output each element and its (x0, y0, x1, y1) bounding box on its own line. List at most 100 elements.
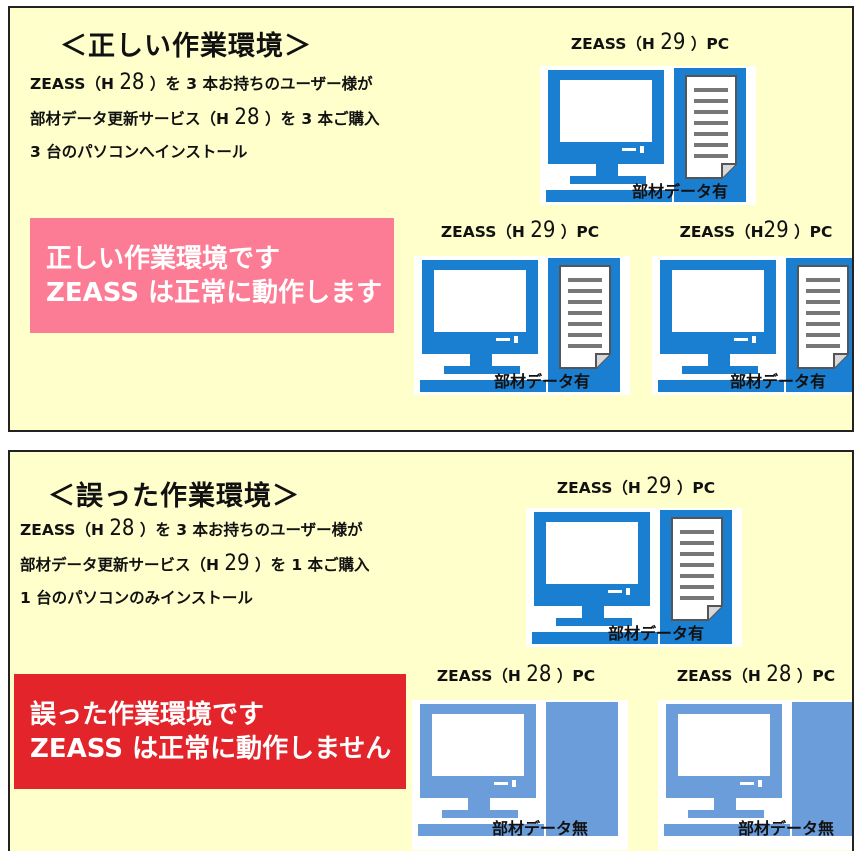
pc-label: ZEASS（H 28 ）PC (436, 662, 596, 687)
wrong-result-banner: 誤った作業環境です ZEASS は正常に動作しません (14, 674, 406, 789)
power-indicator (740, 782, 754, 785)
keyboard (532, 632, 658, 644)
wrong-description: ZEASS（H 28 ）を 3 本お持ちのユーザー様が 部材データ更新サービス（… (20, 512, 370, 615)
document-line (694, 132, 728, 136)
monitor-base (688, 810, 764, 818)
document-fold (721, 163, 736, 178)
banner-line-2: ZEASS は正常に動作します (46, 277, 383, 308)
document-line (568, 278, 602, 282)
desc-line: 部材データ更新サービス（H 29 ）を 1 本ご購入 (20, 551, 370, 576)
pc-label: ZEASS（H 29 ）PC (556, 474, 716, 499)
document-line (806, 300, 840, 304)
document-fold (595, 353, 610, 368)
monitor-stand (714, 798, 736, 812)
document-line (568, 333, 602, 337)
document-line (680, 552, 714, 556)
desc-line: ZEASS（H 28 ）を 3 本お持ちのユーザー様が (30, 70, 373, 95)
document-line (806, 344, 840, 348)
data-status-caption: 部材データ有 (632, 182, 729, 201)
monitor-stand (468, 798, 490, 812)
document-fold (707, 605, 722, 620)
document-line (568, 311, 602, 315)
monitor-stand (708, 354, 730, 368)
banner-line-2: ZEASS は正常に動作しません (30, 733, 392, 764)
monitor-screen (546, 522, 638, 584)
banner-line-1: 誤った作業環境です (30, 699, 265, 730)
data-status-caption: 部材データ有 (494, 372, 591, 391)
monitor-stand (596, 164, 618, 178)
document-line (680, 563, 714, 567)
document-line (694, 99, 728, 103)
power-indicator (514, 336, 518, 343)
monitor-base (570, 176, 646, 184)
document-icon (685, 75, 737, 179)
keyboard (420, 380, 546, 392)
pc-label: ZEASS（H29 ）PC (679, 218, 833, 243)
computer-with-document-icon: 部材データ有 (414, 256, 630, 395)
power-indicator (758, 780, 762, 787)
power-indicator (608, 590, 622, 593)
document-line (680, 585, 714, 589)
desc-line: ZEASS（H 28 ）を 3 本お持ちのユーザー様が (20, 516, 363, 541)
document-line (680, 541, 714, 545)
monitor-base (682, 366, 758, 374)
computer-without-data-icon: 部材データ無 (412, 700, 628, 850)
document-line (806, 289, 840, 293)
correct-heading: ＜正しい作業環境＞ (60, 31, 312, 62)
document-line (694, 110, 728, 114)
monitor-screen (560, 80, 652, 142)
wrong-heading: ＜誤った作業環境＞ (48, 481, 300, 512)
data-status-caption: 部材データ無 (492, 819, 589, 838)
tower-case (792, 702, 852, 836)
document-line (568, 322, 602, 326)
document-line (806, 333, 840, 337)
pc-label: ZEASS（H 29 ）PC (440, 218, 600, 243)
power-indicator (640, 146, 644, 153)
pc-unit: ZEASS（H29 ）PC 部材データ有 (646, 218, 852, 398)
monitor-screen (672, 270, 764, 332)
document-line (680, 530, 714, 534)
data-status-caption: 部材データ有 (730, 372, 827, 391)
monitor-base (444, 366, 520, 374)
document-line (568, 344, 602, 348)
document-line (694, 121, 728, 125)
document-line (694, 88, 728, 92)
monitor-screen (432, 714, 524, 776)
document-line (694, 154, 728, 158)
desc-line: 3 台のパソコンへインストール (30, 143, 248, 161)
correct-result-banner: 正しい作業環境です ZEASS は正常に動作します (30, 218, 394, 333)
computer-with-document-icon: 部材データ有 (652, 256, 852, 395)
computer-with-document-icon: 部材データ有 (526, 508, 742, 647)
pc-unit: ZEASS（H 28 ）PC 部材データ無 (406, 662, 628, 851)
monitor-base (556, 618, 632, 626)
power-indicator (512, 780, 516, 787)
monitor-stand (582, 606, 604, 620)
keyboard (658, 380, 784, 392)
wrong-environment-panel: ＜誤った作業環境＞ ZEASS（H 28 ）を 3 本お持ちのユーザー様が 部材… (8, 450, 854, 851)
pc-unit: ZEASS（H 28 ）PC 部材データ無 (646, 662, 852, 851)
power-indicator (752, 336, 756, 343)
monitor-base (442, 810, 518, 818)
power-indicator (494, 782, 508, 785)
banner-line-1: 正しい作業環境です (46, 243, 281, 274)
document-line (694, 143, 728, 147)
pc-unit: ZEASS（H 29 ）PC 部材データ有 (410, 218, 630, 398)
document-line (806, 311, 840, 315)
document-line (806, 322, 840, 326)
desc-line: 1 台のパソコンのみインストール (20, 589, 253, 607)
data-status-caption: 部材データ有 (608, 624, 705, 643)
pc-unit: ZEASS（H 29 ）PC 部材データ有 (526, 474, 746, 649)
document-icon (671, 517, 723, 621)
pc-label: ZEASS（H 29 ）PC (570, 30, 730, 55)
document-line (568, 300, 602, 304)
document-icon (559, 265, 611, 369)
monitor-screen (434, 270, 526, 332)
data-status-caption: 部材データ無 (738, 819, 835, 838)
pc-unit: ZEASS（H 29 ）PC 部材データ有 (540, 30, 760, 205)
document-line (568, 289, 602, 293)
keyboard (664, 824, 790, 836)
document-fold (833, 353, 848, 368)
computer-with-document-icon: 部材データ有 (540, 66, 756, 205)
document-line (680, 596, 714, 600)
computer-without-data-icon: 部材データ無 (658, 700, 852, 850)
